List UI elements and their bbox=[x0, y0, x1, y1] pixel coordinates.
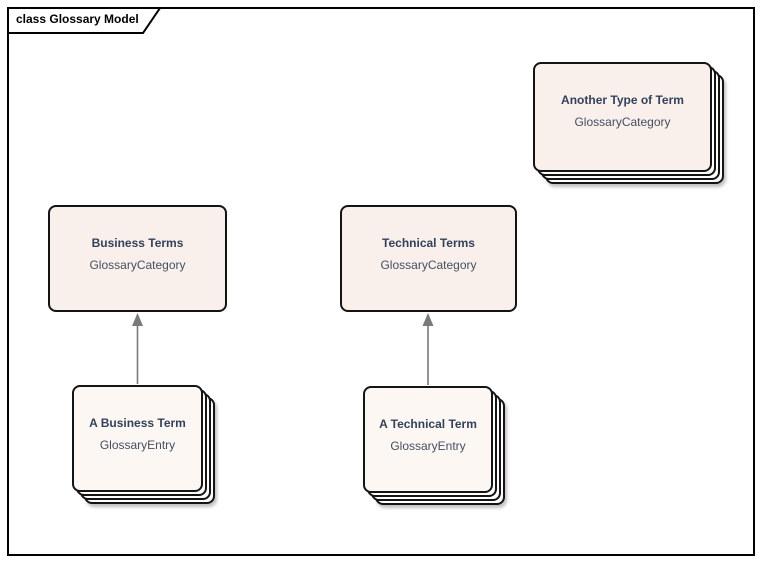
edge-a-technical-term-to-technical-terms[interactable] bbox=[422, 313, 434, 385]
node-subtitle: GlossaryEntry bbox=[390, 439, 466, 453]
node-technical-terms[interactable]: Technical Terms GlossaryCategory bbox=[340, 205, 517, 312]
node-title: Business Terms bbox=[91, 236, 184, 250]
edge-a-business-term-to-business-terms[interactable] bbox=[132, 313, 143, 384]
arrowhead-up-icon bbox=[132, 313, 143, 326]
node-title: A Technical Term bbox=[379, 417, 477, 431]
node-title: A Business Term bbox=[89, 416, 186, 430]
node-business-terms[interactable]: Business Terms GlossaryCategory bbox=[48, 205, 227, 312]
frame-tab-label: class Glossary Model bbox=[16, 12, 139, 26]
node-title: Another Type of Term bbox=[561, 93, 684, 107]
node-subtitle: GlossaryEntry bbox=[99, 438, 176, 452]
frame-tab-shape bbox=[7, 7, 162, 34]
node-title: Technical Terms bbox=[382, 236, 475, 250]
node-subtitle: GlossaryCategory bbox=[380, 258, 477, 272]
node-a-technical-term[interactable]: A Technical Term GlossaryEntry bbox=[363, 386, 505, 505]
node-another-type-of-term[interactable]: Another Type of Term GlossaryCategory bbox=[533, 62, 724, 184]
node-subtitle: GlossaryCategory bbox=[89, 258, 186, 272]
diagram-frame-tab bbox=[7, 7, 162, 34]
node-subtitle: GlossaryCategory bbox=[574, 115, 671, 129]
node-a-business-term[interactable]: A Business Term GlossaryEntry bbox=[72, 385, 215, 504]
arrowhead-up-icon bbox=[422, 313, 434, 326]
